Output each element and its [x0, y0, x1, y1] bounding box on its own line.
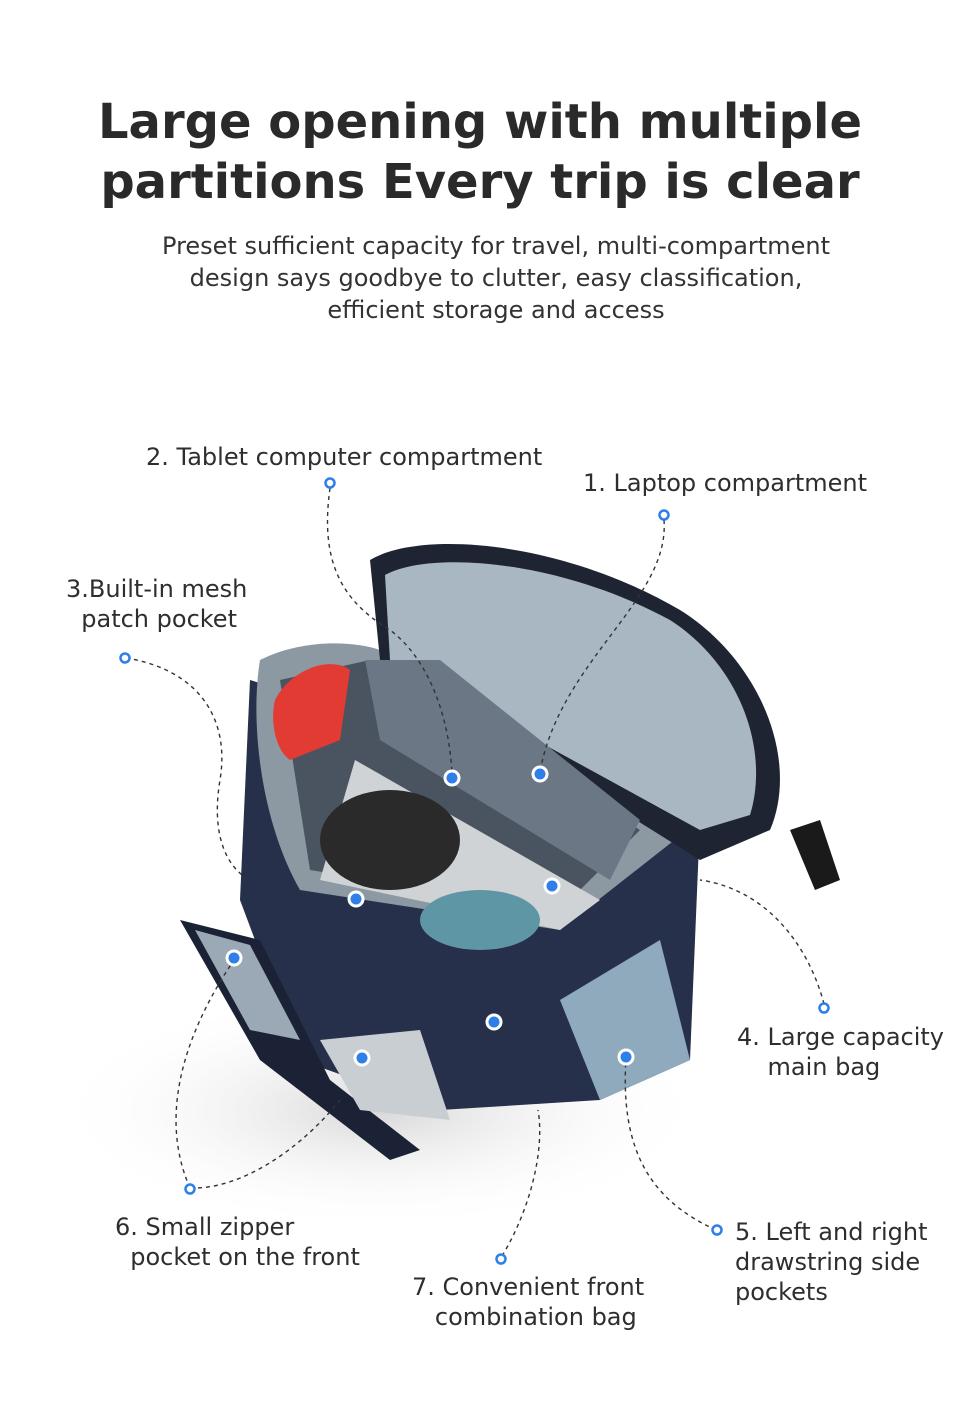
marker-5	[711, 1224, 723, 1236]
callout-main-bag: 4. Large capacity main bag	[737, 1023, 944, 1081]
marker-3	[119, 652, 131, 664]
marker-2	[324, 477, 336, 489]
callout-mesh-pocket: 3.Built-in mesh patch pocket	[66, 575, 248, 633]
marker-4	[818, 1002, 830, 1014]
marker-1	[658, 509, 670, 521]
page-title: Large opening with multiple partitions E…	[97, 94, 863, 210]
page-subtitle: Preset sufficient capacity for travel, m…	[162, 232, 830, 324]
callout-laptop-compartment: 1. Laptop compartment	[583, 469, 868, 497]
marker-6	[184, 1183, 196, 1195]
callout-front-zipper-pocket: 6. Small zipper pocket on the front	[115, 1213, 360, 1271]
callout-front-combination-bag: 7. Convenient front combination bag	[412, 1273, 645, 1331]
callout-tablet-compartment: 2. Tablet computer compartment	[146, 443, 543, 471]
marker-7	[495, 1253, 507, 1265]
